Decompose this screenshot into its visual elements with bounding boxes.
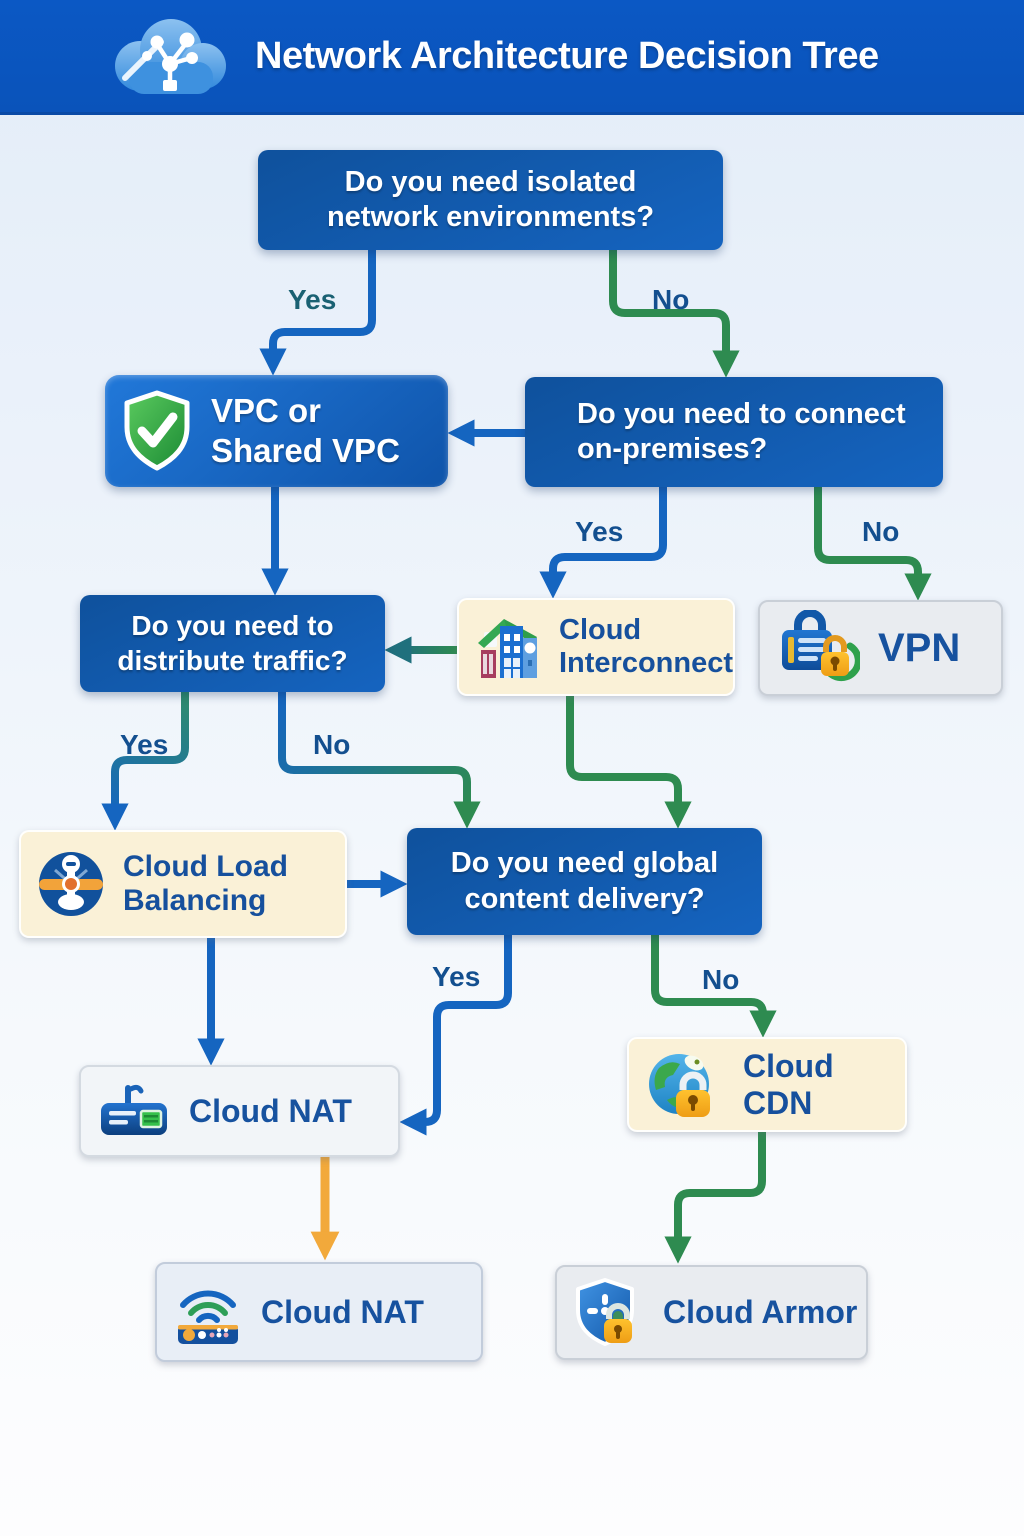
edge-label-traffic-no: No bbox=[313, 729, 351, 760]
edge-label-traffic-yes: Yes bbox=[120, 729, 169, 760]
result-text: Cloud NAT bbox=[189, 1092, 352, 1129]
edge-label-isolated-yes: Yes bbox=[288, 284, 337, 315]
decision-text: Do you need to distribute traffic? bbox=[117, 610, 348, 676]
load-balancer-icon bbox=[37, 850, 105, 918]
header-bar: Network Architecture Decision Tree bbox=[0, 0, 1024, 115]
edge-label-isolated-no: No bbox=[652, 284, 690, 315]
result-cloud-load-balancing: Cloud Load Balancing bbox=[19, 830, 347, 938]
shield-check-icon bbox=[119, 389, 195, 473]
result-text: Cloud Interconnect bbox=[559, 613, 734, 679]
result-text: Cloud Load Balancing bbox=[123, 849, 288, 918]
page-title: Network Architecture Decision Tree bbox=[255, 35, 879, 77]
shield-lock-icon bbox=[573, 1277, 645, 1349]
result-text: Cloud CDN bbox=[743, 1047, 834, 1121]
result-text: VPN bbox=[878, 625, 961, 670]
decision-text: Do you need isolated network environment… bbox=[326, 165, 655, 233]
edge-label-global-yes: Yes bbox=[432, 961, 481, 992]
nat-router-icon bbox=[97, 1079, 171, 1143]
result-text: Cloud Armor bbox=[663, 1294, 858, 1330]
result-cloud-nat-1: Cloud NAT bbox=[79, 1065, 400, 1157]
result-vpc: VPC or Shared VPC bbox=[105, 375, 448, 487]
edge-label-onprem-no: No bbox=[862, 516, 900, 547]
decision-text: Do you need global content delivery? bbox=[450, 847, 719, 915]
result-cloud-armor: Cloud Armor bbox=[555, 1265, 868, 1360]
globe-lock-icon bbox=[645, 1048, 725, 1122]
vpn-lock-icon bbox=[776, 610, 860, 686]
result-cloud-cdn: Cloud CDN bbox=[627, 1037, 907, 1132]
decision-isolated-networks: Do you need isolated network environment… bbox=[258, 150, 723, 250]
result-cloud-interconnect: Cloud Interconnect bbox=[457, 598, 735, 696]
result-text: VPC or Shared VPC bbox=[211, 392, 400, 469]
decision-global-content: Do you need global content delivery? bbox=[407, 828, 762, 935]
buildings-icon bbox=[475, 614, 541, 680]
cloud-network-icon bbox=[95, 12, 245, 105]
decision-distribute-traffic: Do you need to distribute traffic? bbox=[80, 595, 385, 692]
wifi-router-icon bbox=[173, 1279, 243, 1345]
result-text: Cloud NAT bbox=[261, 1293, 424, 1330]
decision-text: Do you need to connect on-premises? bbox=[577, 397, 906, 465]
edge-label-global-no: No bbox=[702, 964, 740, 995]
result-cloud-nat-2: Cloud NAT bbox=[155, 1262, 483, 1362]
edge-label-onprem-yes: Yes bbox=[575, 516, 624, 547]
result-vpn: VPN bbox=[758, 600, 1003, 696]
decision-connect-onprem: Do you need to connect on-premises? bbox=[525, 377, 943, 487]
